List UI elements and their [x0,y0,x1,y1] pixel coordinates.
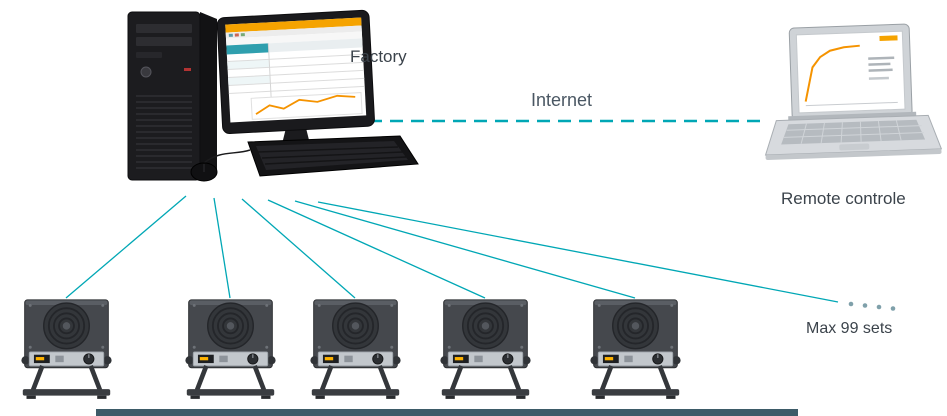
ionizer-device-3 [309,297,402,405]
factory-computer [127,9,419,182]
max-sets-label: Max 99 sets [806,320,893,337]
monitor-screen-content [225,17,365,120]
factory-label: Factory [350,47,407,66]
keyboard-icon [247,135,419,177]
monitor-chart-line [255,94,356,115]
mouse-icon [190,149,251,182]
computer-tower-icon [127,11,217,181]
ionizer-device-2 [184,297,277,405]
device-link-lines [65,195,839,303]
remote-laptop [764,23,942,160]
ionizer-device-4 [439,297,532,405]
ellipsis-dots [848,301,896,311]
laptop-screen [788,23,913,121]
laptop-base [764,111,942,160]
monitor-icon [216,9,375,134]
remote-control-label: Remote controle [781,189,906,208]
laptop-chart-line [804,44,860,102]
internet-label: Internet [531,90,593,110]
ionizer-device-1 [20,297,113,405]
baseline-bar [96,409,798,416]
ionizer-device-5 [589,297,682,405]
